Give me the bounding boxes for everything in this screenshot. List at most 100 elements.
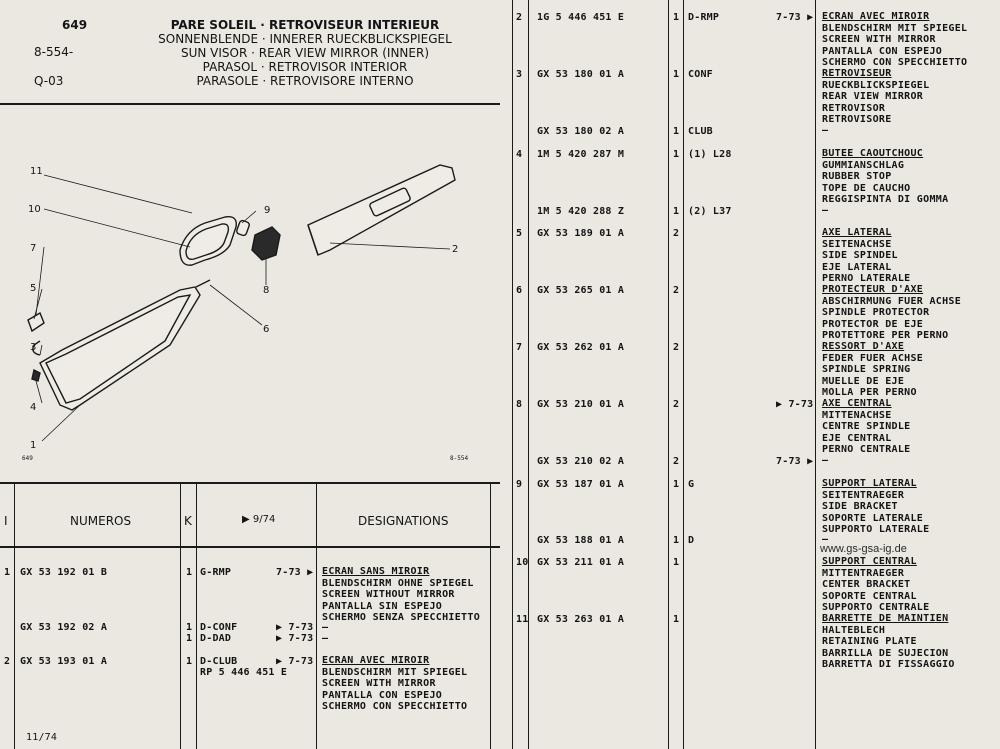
desc-es: BARRILLA DE SUJECION: [822, 647, 949, 659]
right-row-part-number: 1M 5 420 288 Z: [537, 206, 625, 217]
desc-it: PERNO CENTRALE: [822, 444, 911, 455]
right-row-qty: 1: [673, 535, 680, 546]
desc-fr: ECRAN AVEC MIROIR: [322, 655, 430, 666]
right-row-part-number: GX 53 189 01 A: [537, 228, 625, 239]
desc-fr: SUPPORT LATERAL: [822, 478, 917, 489]
right-row-part-number: GX 53 188 01 A: [537, 535, 625, 546]
desc-es: PANTALLA CON ESPEJO: [322, 689, 443, 701]
desc-it: SCHERMO SENZA SPECCHIETTO: [322, 612, 481, 623]
callout-6: 6: [263, 324, 270, 335]
desc-it: RETROVISORE: [822, 114, 892, 125]
desc-en: CENTRE SPINDLE: [822, 421, 911, 432]
right-row-part-number: 1M 5 420 287 M: [537, 149, 625, 160]
col-header-date: ▶ 9/74: [242, 514, 276, 525]
right-row-qty: 1: [673, 614, 680, 625]
desc-de: SEITENACHSE: [822, 238, 892, 250]
left-row-2-num: GX 53 192 02 A: [20, 622, 108, 633]
desc-fr: –: [822, 125, 829, 136]
callout-7: 7: [30, 243, 37, 254]
desc-es: EJE LATERAL: [822, 261, 892, 273]
right-row-item: 8: [516, 399, 523, 410]
desc-it: PROTETTORE PER PERNO: [822, 330, 949, 341]
desc-en: CENTER BRACKET: [822, 579, 911, 590]
footer-date: 11/74: [26, 732, 58, 743]
desc-en: SIDE SPINDEL: [822, 250, 898, 261]
right-row-code: G: [688, 479, 695, 490]
callout-11: 11: [30, 166, 43, 177]
desc-fr: AXE LATERAL: [822, 227, 892, 238]
desc-en: SCREEN WITHOUT MIRROR: [322, 589, 455, 600]
right-row-date: 7-73 ▶: [776, 12, 814, 23]
desc-de: SEITENTRAEGER: [822, 489, 905, 501]
diagram-corner-right: 8-554: [450, 455, 469, 462]
desc-fr: AXE CENTRAL: [822, 398, 892, 409]
left-row-3-code: D-DAD: [200, 633, 232, 644]
col-rule-1: [14, 484, 15, 749]
right-row-designation: –: [822, 534, 828, 546]
left-row-4-desc: ECRAN AVEC MIROIR BLENDSCHIRM MIT SPIEGE…: [322, 655, 467, 713]
right-row-designation: –: [822, 455, 828, 467]
right-row-item: 7: [516, 342, 523, 353]
right-row-code: CLUB: [688, 126, 713, 137]
desc-de: BLENDSCHIRM MIT SPIEGEL: [322, 666, 468, 678]
left-row-1-code: G-RMP: [200, 567, 232, 578]
desc-de: HALTEBLECH: [822, 624, 886, 636]
desc-en: SIDE BRACKET: [822, 501, 898, 512]
left-row-4-num: GX 53 193 01 A: [20, 656, 108, 667]
callout-4: 4: [30, 402, 37, 413]
left-row-3-desc: –: [322, 633, 329, 644]
left-row-2-code: D-CONF: [200, 622, 238, 633]
right-row-item: 10: [516, 557, 529, 568]
left-row-1-i: 1: [4, 567, 11, 578]
desc-it: SCHERMO CON SPECCHIETTO: [322, 701, 468, 712]
desc-de: MITTENTRAEGER: [822, 567, 905, 579]
title-it: PARASOLE · RETROVISORE INTERNO: [196, 74, 414, 88]
left-row-1-k: 1: [186, 567, 193, 578]
right-row-item: 3: [516, 69, 523, 80]
left-row-4-code: D-CLUB: [200, 656, 238, 667]
exploded-diagram: [27, 164, 456, 442]
col-rule-4: [316, 484, 317, 749]
right-row-qty: 2: [673, 285, 680, 296]
desc-es: RETROVISOR: [822, 102, 886, 114]
right-row-part-number: GX 53 187 01 A: [537, 479, 625, 490]
desc-es: SOPORTE LATERALE: [822, 512, 924, 524]
desc-de: MITTENACHSE: [822, 409, 892, 421]
left-row-4-date: ▶ 7-73: [276, 656, 314, 667]
left-row-1-date: 7-73 ▶: [276, 567, 314, 578]
header-bottom-rule: [0, 546, 500, 548]
callout-1: 1: [30, 440, 37, 451]
diagram-bottom-rule: [0, 482, 500, 484]
desc-es: MUELLE DE EJE: [822, 375, 905, 387]
right-row-qty: 1: [673, 557, 680, 568]
right-row-part-number: GX 53 180 01 A: [537, 69, 625, 80]
desc-de: BLENDSCHIRM OHNE SPIEGEL: [322, 577, 474, 589]
right-row-code: CONF: [688, 69, 713, 80]
left-row-2-desc: –: [322, 622, 329, 633]
right-row-part-number: GX 53 262 01 A: [537, 342, 625, 353]
col-rule-5: [490, 484, 491, 749]
reference-code: 8-554-: [34, 45, 74, 59]
desc-en: RETAINING PLATE: [822, 636, 917, 647]
desc-it: REGGISPINTA DI GOMMA: [822, 194, 949, 205]
left-row-1-num: GX 53 192 01 B: [20, 567, 108, 578]
desc-de: GUMMIANSCHLAG: [822, 159, 905, 171]
col-header-i: I: [4, 514, 8, 528]
col-rule-2: [180, 484, 181, 749]
title-en: SUN VISOR · REAR VIEW MIRROR (INNER): [180, 46, 429, 60]
right-col-rule-5: [815, 0, 816, 749]
col-header-numeros: NUMEROS: [70, 514, 132, 528]
right-row-part-number: 1G 5 446 451 E: [537, 12, 625, 23]
callout-2: 2: [452, 244, 459, 255]
desc-es: PANTALLA SIN ESPEJO: [322, 600, 443, 612]
right-row-qty: 1: [673, 206, 680, 217]
desc-fr: BARRETTE DE MAINTIEN: [822, 613, 949, 624]
left-row-4-i: 2: [4, 656, 11, 667]
desc-fr: RETROVISEUR: [822, 68, 892, 79]
desc-it: SCHERMO CON SPECCHIETTO: [822, 57, 968, 68]
